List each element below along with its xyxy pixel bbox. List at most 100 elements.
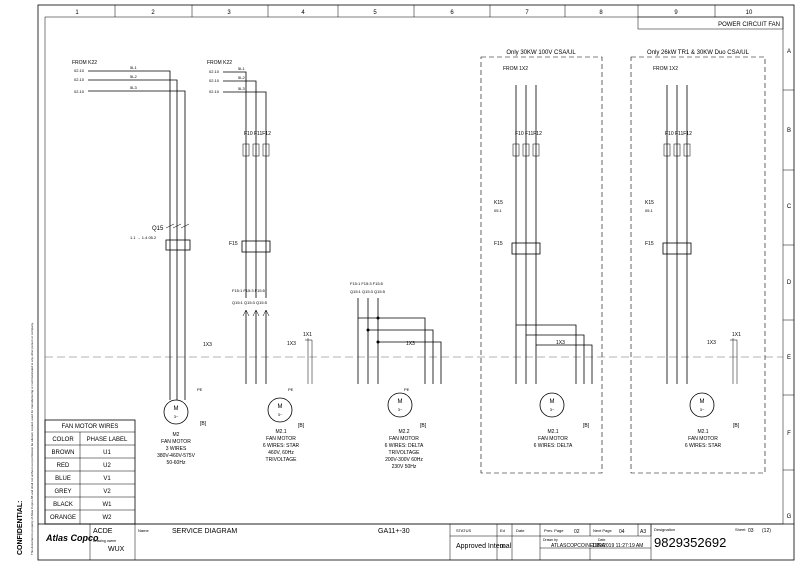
sheet-value: 03 — [748, 528, 754, 534]
motor-id: M2.1 — [547, 429, 558, 435]
motor-desc: 50-60Hz — [167, 460, 186, 466]
drawn-by-value: ATLASCOPCO\NEDIRA — [551, 543, 606, 549]
terminal-label: 1X1 — [303, 332, 312, 338]
title-block: Atlas Copco ACDE Drawing owner WUX Name … — [38, 523, 794, 560]
source-label: FROM K22 — [207, 60, 232, 66]
table-cell: BLUE — [55, 476, 71, 482]
contactor-label: K15 — [645, 200, 654, 206]
bracket-label: [B] — [420, 423, 427, 429]
wire-color-table: FAN MOTOR WIRES COLOR PHASE LABEL BROWN … — [44, 419, 136, 525]
column-label: 3 — [227, 10, 231, 16]
next-page-value: 04 — [619, 529, 625, 535]
motor-id: M2.1 — [275, 429, 286, 435]
wire-ref: 02.10 — [209, 69, 220, 74]
pe-label: PE — [288, 387, 294, 392]
bracket-label: [B] — [583, 423, 590, 429]
name-label: Name — [138, 528, 149, 533]
column-label: 4 — [301, 10, 305, 16]
motor-desc: FAN MOTOR — [538, 436, 568, 442]
motor-desc: 3 WIRES — [166, 446, 187, 452]
contactor-ref: 05.1 — [494, 208, 503, 213]
designation-value: 9829352692 — [654, 535, 726, 550]
circuit-m22-delta: F15:1 F15:3 F15:5 Q15:1 Q15:3 Q15:5 M 3~… — [350, 281, 442, 470]
sheet-label: Sheet — [735, 527, 746, 532]
row-label: E — [787, 355, 791, 361]
motor-phase: 3~ — [398, 407, 403, 412]
terminal-label: 1X3 — [556, 340, 565, 346]
confidential-label: CONFIDENTIAL: — [17, 501, 24, 555]
fuse-label: F10 F11F12 — [665, 131, 692, 137]
table-cell: RED — [57, 463, 70, 469]
motor-desc: FAN MOTOR — [688, 436, 718, 442]
source-label: FROM 1X2 — [653, 66, 678, 72]
row-label: F — [787, 431, 791, 437]
breaker-ref: 1.1 → 1.4 05.2 — [130, 235, 157, 240]
table-cell: U1 — [103, 450, 111, 456]
pe-label: PE — [404, 387, 410, 392]
title-box — [637, 16, 784, 30]
contactor-ref: 05.1 — [645, 208, 654, 213]
status-value: Approved Internal — [456, 543, 512, 550]
row-label: A — [787, 49, 791, 55]
source-label: FROM K22 — [72, 60, 97, 66]
wire-ref: 02.10 — [74, 89, 85, 94]
column-label: 1 — [75, 10, 79, 16]
option-box-label: Only 30KW 100V CSA/UL — [506, 50, 576, 56]
ed-label: Ed — [500, 528, 505, 533]
motor-desc: 230V 50Hz — [392, 464, 417, 470]
motor-phase: 3~ — [174, 414, 179, 419]
fuse-label: F15 — [229, 241, 238, 247]
circuit-m21-star: FROM K22 02.10 02.10 02.10 5L1 5L2 5L3 F… — [207, 60, 313, 463]
fuse-label: F15 — [645, 241, 654, 247]
motor-symbol — [163, 399, 189, 425]
wire-ref: 02.10 — [209, 78, 220, 83]
motor-symbol — [267, 397, 293, 423]
brand-logo: Atlas Copco — [45, 533, 99, 543]
motor-desc: 460V, 60Hz — [268, 450, 294, 456]
motor-phase: 3~ — [550, 407, 555, 412]
column-label: 5 — [373, 10, 377, 16]
option-box-label: Only 26kW TR1 & 30KW Duo CSA/UL — [647, 50, 750, 56]
company-code: ACDE — [93, 528, 113, 535]
motor-symbol — [387, 392, 413, 418]
terminal-label: 1X1 — [732, 332, 741, 338]
column-label: 7 — [525, 10, 529, 16]
motor-phase: 3~ — [278, 412, 283, 417]
row-label: B — [787, 128, 791, 134]
sheet-total: (12) — [762, 528, 771, 534]
table-cell: U2 — [103, 463, 111, 469]
sheet-size: A3 — [640, 529, 646, 535]
motor-desc: TRIVOLTAGE — [389, 450, 421, 456]
column-label: 6 — [450, 10, 454, 16]
motor-id: M2.2 — [398, 429, 409, 435]
motor-desc: 6 WIRES: STAR — [685, 443, 722, 449]
column-label: 9 — [674, 10, 678, 16]
drawn-by-label: Drawn by — [543, 538, 558, 542]
row-label: D — [787, 280, 792, 286]
table-cell: BLACK — [53, 502, 73, 508]
motor-id: M2 — [173, 432, 180, 438]
contactor-label: K15 — [494, 200, 503, 206]
prev-page-value: 02 — [574, 529, 580, 535]
terminal-label: 1X3 — [287, 341, 296, 347]
column-label: 10 — [746, 10, 753, 16]
motor-desc: FAN MOTOR — [266, 436, 296, 442]
wire-label: 5L2 — [238, 75, 245, 80]
row-label: C — [787, 204, 792, 210]
table-cell: W2 — [103, 515, 113, 521]
table-title: FAN MOTOR WIRES — [62, 424, 119, 430]
fuse-label: F15 — [494, 241, 503, 247]
motor-symbol — [539, 392, 565, 418]
drawing-name: SERVICE DIAGRAM — [172, 528, 237, 535]
motor-letter: M — [398, 399, 403, 405]
table-cell: ORANGE — [50, 515, 76, 521]
motor-desc: 6 WIRES: DELTA — [534, 443, 573, 449]
motor-phase: 3~ — [700, 407, 705, 412]
option-box-csa-duo — [630, 56, 766, 474]
page-title: POWER CIRCUIT FAN — [718, 22, 780, 28]
model-number: GA11+-30 — [378, 528, 410, 535]
terminal-label: 1X3 — [707, 340, 716, 346]
motor-symbol — [689, 392, 715, 418]
motor-letter: M — [278, 404, 283, 410]
